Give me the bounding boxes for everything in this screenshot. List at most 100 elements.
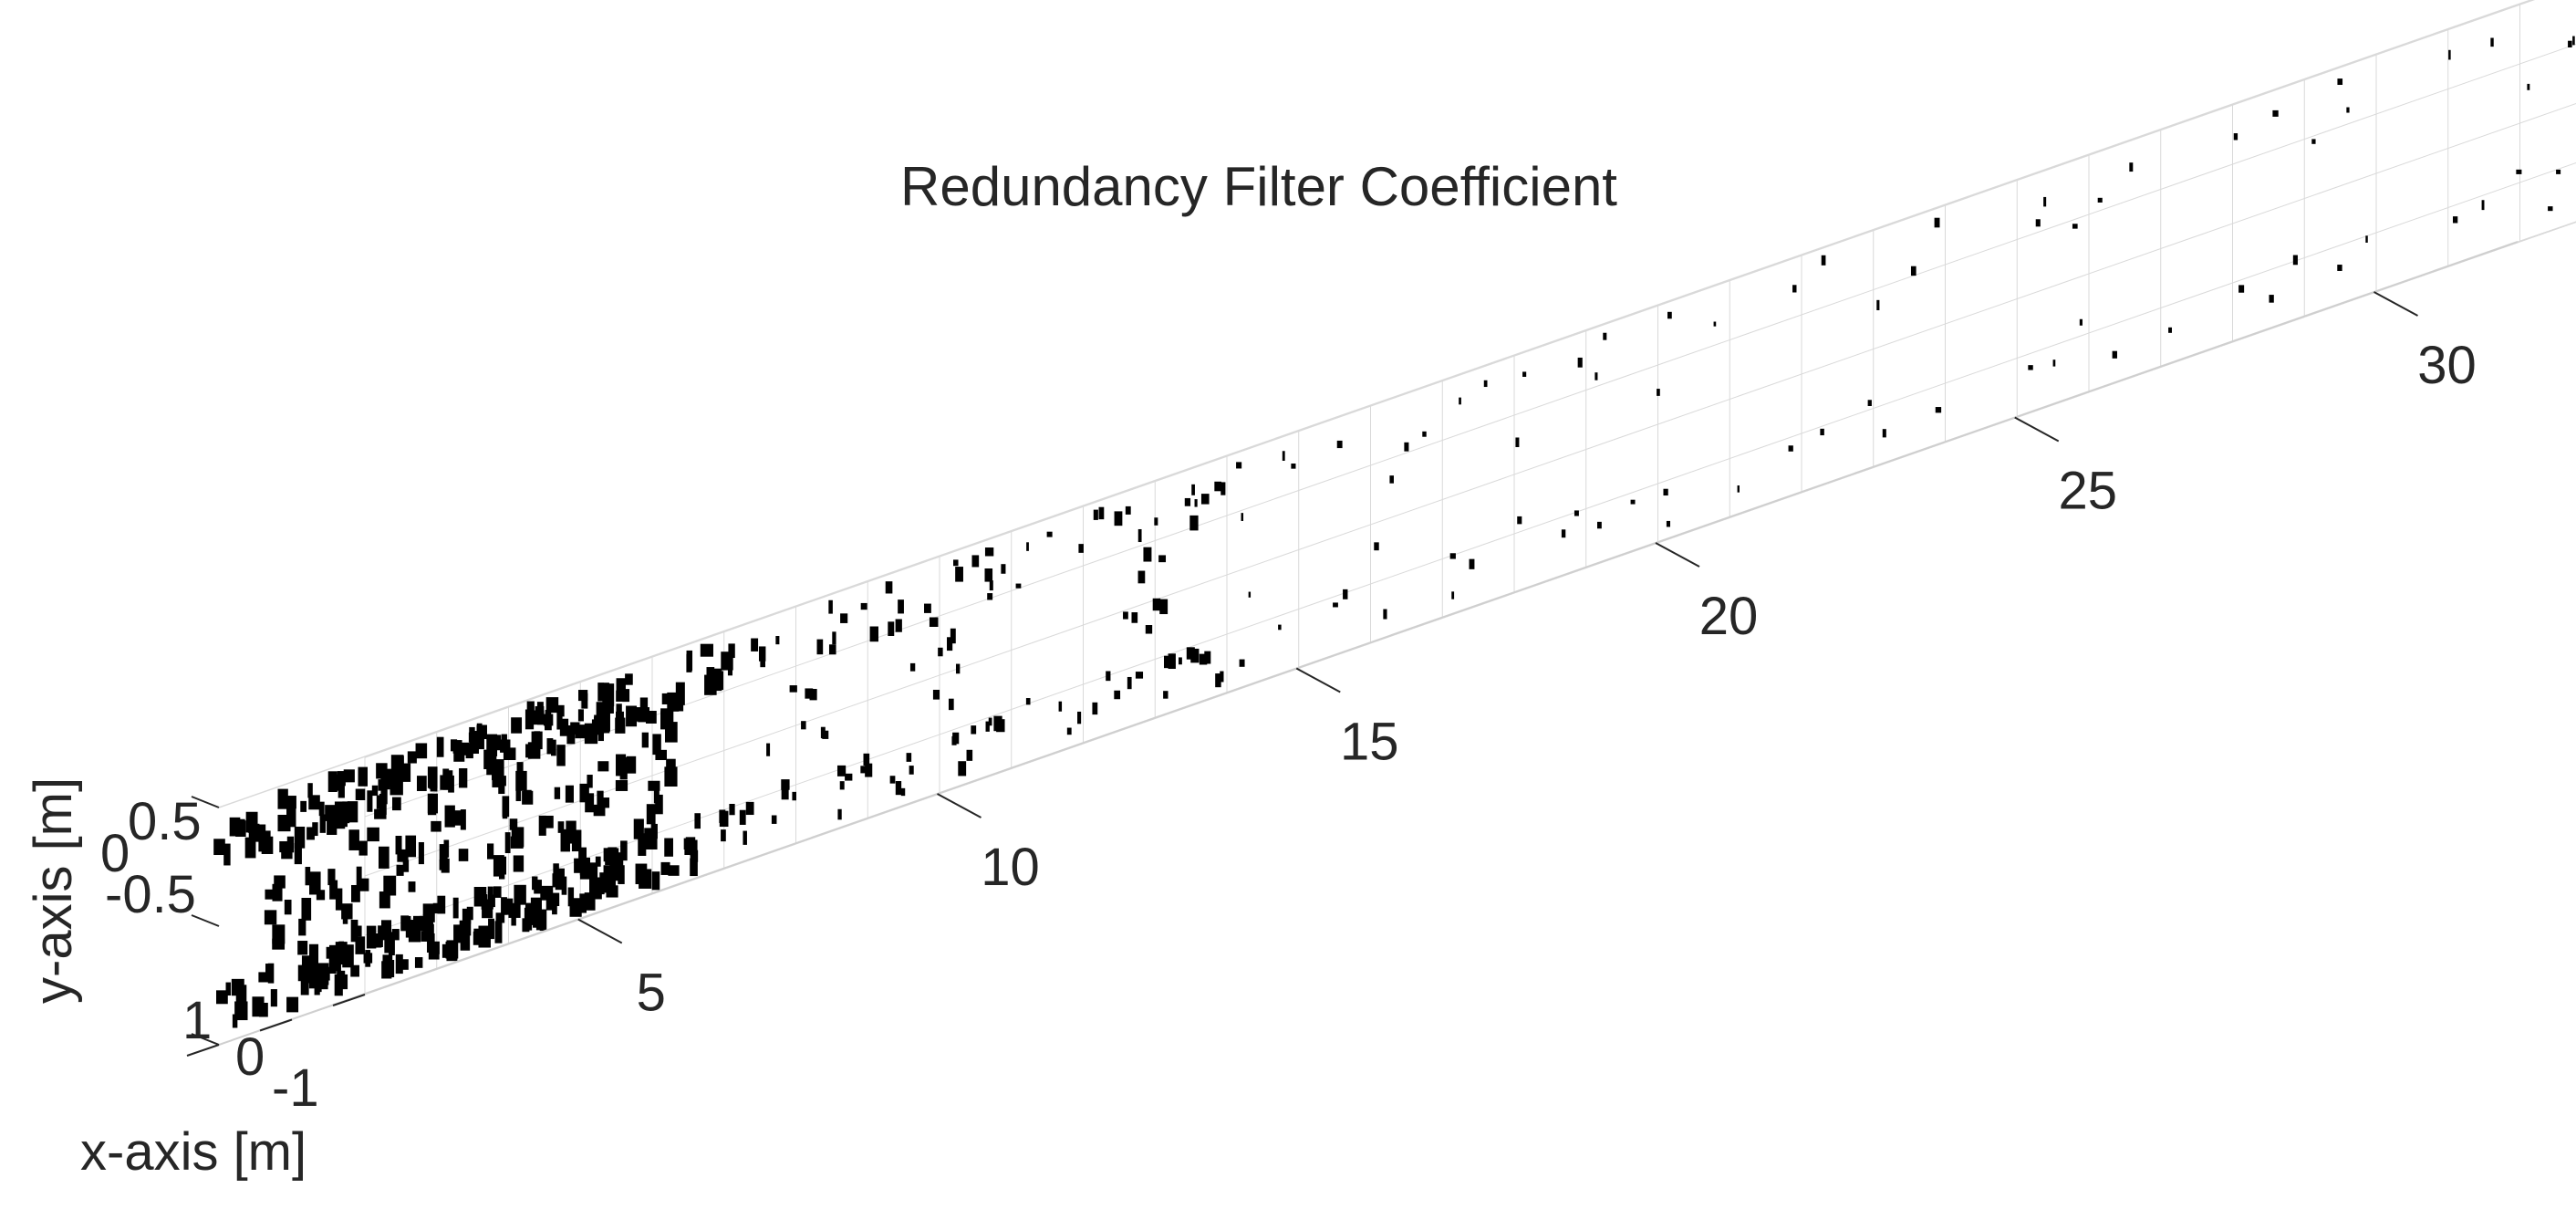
data-point (436, 736, 444, 757)
data-point (395, 954, 403, 974)
data-point (286, 996, 299, 1013)
data-point (1820, 428, 1824, 436)
data-point (476, 723, 483, 744)
data-point (751, 638, 759, 651)
data-point (604, 710, 610, 732)
data-point (261, 836, 274, 854)
data-point (1152, 598, 1161, 611)
data-point (384, 932, 395, 954)
data-point (445, 941, 459, 959)
data-point (534, 731, 541, 749)
data-point (597, 683, 604, 702)
grid-line (364, 0, 2535, 758)
data-point (312, 876, 321, 893)
data-point (381, 961, 392, 979)
data-point (616, 711, 624, 732)
data-point (297, 964, 307, 982)
data-point (533, 744, 541, 756)
data-point (1236, 462, 1242, 469)
data-point (971, 725, 977, 735)
data-point (562, 721, 568, 736)
z-axis-line (218, 241, 2519, 1046)
data-point (745, 801, 754, 816)
x-tick-label: 0 (235, 1027, 265, 1087)
data-point (618, 865, 625, 884)
data-point (237, 818, 245, 833)
data-point (839, 781, 845, 790)
data-point (437, 895, 446, 914)
data-point (929, 617, 939, 627)
data-point (581, 693, 588, 709)
data-point (1282, 451, 1285, 461)
data-point (700, 643, 713, 657)
data-point (620, 840, 628, 861)
data-point (1106, 671, 1111, 682)
grid-line (364, 43, 2576, 818)
data-point (412, 915, 425, 932)
y-tick-label: 0 (100, 824, 130, 883)
data-point (766, 743, 771, 756)
data-point (483, 749, 497, 769)
data-point (395, 835, 402, 855)
data-point (889, 776, 896, 784)
data-point (966, 749, 973, 761)
data-point (1137, 528, 1142, 543)
data-point (536, 702, 544, 725)
data-point (338, 783, 345, 798)
data-point (694, 813, 701, 829)
data-point (379, 891, 390, 909)
data-point (1867, 400, 1872, 407)
data-point (422, 903, 435, 922)
data-point (427, 766, 438, 788)
data-point (900, 787, 906, 797)
data-point (376, 763, 388, 779)
data-point (2516, 169, 2522, 174)
data-point (504, 832, 511, 853)
data-point (1220, 671, 1224, 683)
data-marks (213, 36, 2575, 1028)
y-axis-label: y-axis [m] (24, 777, 83, 1004)
data-point (579, 864, 592, 880)
data-point (898, 599, 904, 614)
grid-line (327, 221, 2576, 1008)
data-point (341, 903, 353, 920)
z-tick-mark (2373, 291, 2418, 317)
data-point (502, 796, 510, 818)
data-point (840, 613, 848, 623)
data-point (932, 689, 940, 700)
data-point (2043, 196, 2047, 207)
data-point (432, 902, 440, 914)
data-point (652, 734, 661, 756)
data-point (545, 697, 559, 714)
data-point (294, 842, 302, 865)
data-point (683, 838, 693, 850)
data-point (2233, 133, 2238, 141)
data-point (1469, 558, 1475, 569)
data-point (885, 581, 893, 594)
data-point (639, 869, 652, 889)
data-point (2568, 40, 2572, 47)
data-point (639, 697, 649, 708)
data-point (348, 829, 359, 850)
data-point (258, 1002, 268, 1017)
data-point (511, 903, 516, 926)
data-point (1241, 513, 1244, 521)
data-point (1163, 691, 1169, 699)
data-point (248, 823, 260, 842)
data-point (468, 732, 478, 743)
z-tick-mark (2014, 416, 2060, 443)
data-point (355, 936, 366, 954)
data-point (1168, 653, 1176, 670)
grid-line (218, 4, 2519, 808)
data-point (836, 765, 847, 776)
data-point (254, 824, 266, 839)
data-point (498, 777, 505, 795)
data-point (355, 788, 366, 800)
data-point (487, 843, 494, 860)
data-point (1248, 591, 1252, 598)
data-point (440, 775, 451, 790)
data-point (342, 801, 350, 824)
data-point (525, 744, 536, 758)
data-point (588, 877, 602, 900)
